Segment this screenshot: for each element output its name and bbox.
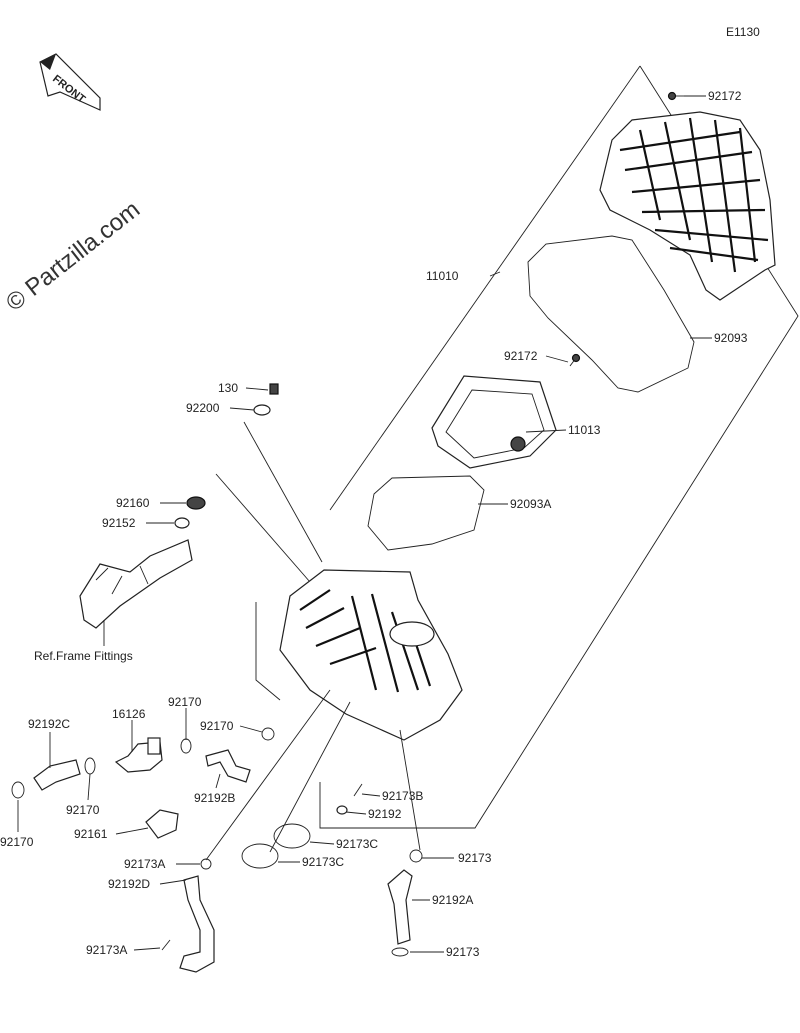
label-92173-lower: 92173 bbox=[446, 945, 480, 959]
clamp-92173-lower bbox=[391, 947, 409, 957]
diagram-code: E1130 bbox=[726, 25, 760, 39]
screw-92172-top bbox=[667, 91, 684, 101]
leader-92200 bbox=[243, 421, 323, 563]
clamp-92173a-lower bbox=[161, 939, 171, 951]
leader-lines bbox=[17, 95, 712, 953]
front-arrow-icon: FRONT bbox=[39, 53, 101, 111]
clamp-92173b bbox=[353, 783, 363, 797]
label-92160: 92160 bbox=[116, 496, 150, 510]
label-92173c-upper: 92173C bbox=[336, 837, 378, 851]
label-92192: 92192 bbox=[368, 807, 402, 821]
label-92173c-lower: 92173C bbox=[302, 855, 344, 869]
leader-92160 bbox=[215, 473, 311, 583]
gasket-92093a bbox=[367, 475, 485, 551]
label-92170-top: 92170 bbox=[168, 695, 202, 709]
label-130: 130 bbox=[218, 381, 238, 395]
label-92170-mid: 92170 bbox=[66, 803, 100, 817]
label-11013: 11013 bbox=[568, 423, 601, 437]
hose-92192a bbox=[387, 869, 413, 945]
label-92173a-lower: 92173A bbox=[86, 943, 127, 957]
bracket-92161 bbox=[145, 809, 179, 839]
part-labels: 92172 11010 92093 92172 130 92200 11013 … bbox=[0, 89, 748, 959]
clamp-92170-mid bbox=[84, 757, 96, 775]
frame-fitting-bracket bbox=[79, 539, 193, 629]
label-92093a: 92093A bbox=[510, 497, 551, 511]
label-92172-top: 92172 bbox=[708, 89, 742, 103]
upper-housing-part bbox=[599, 111, 776, 301]
label-92192c: 92192C bbox=[28, 717, 70, 731]
label-92152: 92152 bbox=[102, 516, 136, 530]
clamp-92173a-upper bbox=[200, 858, 212, 870]
label-92192d: 92192D bbox=[108, 877, 150, 891]
screw-92172-mid bbox=[569, 353, 581, 367]
bolt-130 bbox=[269, 383, 279, 395]
label-92173b: 92173B bbox=[382, 789, 423, 803]
label-92170-airbox: 92170 bbox=[200, 719, 234, 733]
label-92200: 92200 bbox=[186, 401, 220, 415]
label-92172-mid: 92172 bbox=[504, 349, 538, 363]
clamp-92173c-lower bbox=[241, 843, 279, 869]
clamp-92173c-upper bbox=[273, 823, 311, 849]
label-92173: 92173 bbox=[458, 851, 492, 865]
clamp-92170-right bbox=[180, 738, 192, 754]
label-92161: 92161 bbox=[74, 827, 108, 841]
label-11010: 11010 bbox=[426, 269, 459, 283]
grommet-92160 bbox=[186, 496, 206, 510]
clamp-92170-airbox bbox=[261, 727, 275, 741]
label-92192b: 92192B bbox=[194, 791, 235, 805]
label-92093: 92093 bbox=[714, 331, 748, 345]
gasket-92093 bbox=[527, 235, 695, 393]
label-16126: 16126 bbox=[112, 707, 146, 721]
valve-16126 bbox=[114, 737, 163, 773]
filter-element-part bbox=[431, 375, 557, 469]
label-92170-left: 92170 bbox=[0, 835, 34, 849]
plug-92192 bbox=[336, 805, 348, 815]
clamp-92170-left bbox=[11, 781, 25, 799]
ref-frame-note: Ref.Frame Fittings bbox=[34, 649, 133, 663]
hose-92192b bbox=[205, 749, 251, 783]
watermark: © Partzilla.com bbox=[1, 196, 145, 317]
lower-airbox-part bbox=[279, 569, 463, 741]
washer-92200 bbox=[253, 404, 271, 416]
collar-92152 bbox=[174, 517, 190, 529]
clamp-92173 bbox=[409, 849, 423, 863]
label-92192a: 92192A bbox=[432, 893, 473, 907]
hose-92192d bbox=[179, 875, 215, 973]
label-92173a-upper: 92173A bbox=[124, 857, 165, 871]
hose-92192c bbox=[33, 759, 81, 791]
